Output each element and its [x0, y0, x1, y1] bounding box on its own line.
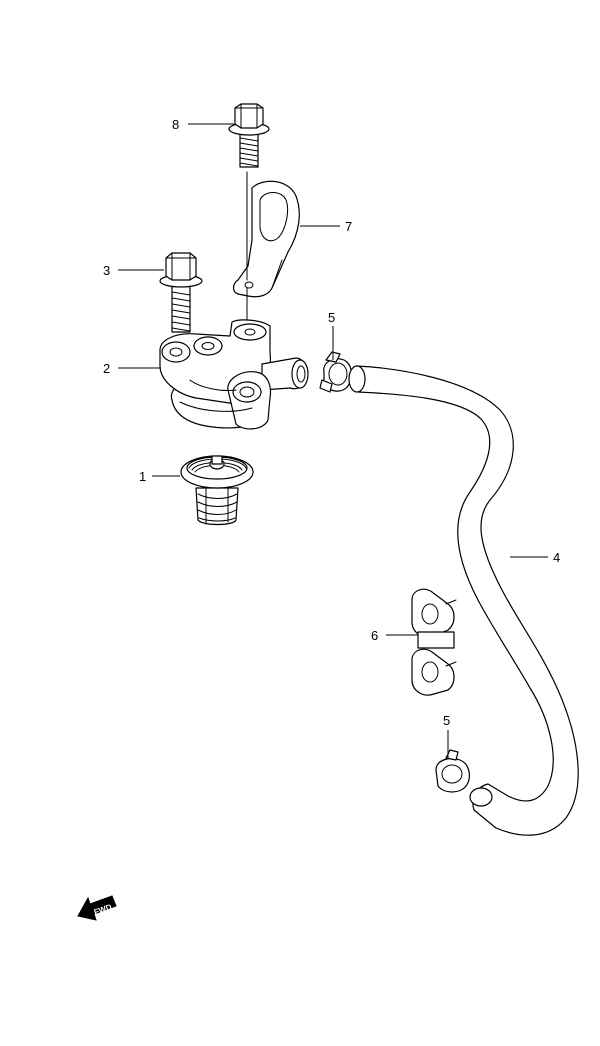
callout-7: 7 [345, 219, 352, 234]
fwd-arrow: FWD [77, 895, 117, 921]
part-1-thermostat [180, 455, 254, 526]
callout-6: 6 [371, 628, 378, 643]
callout-5-bottom: 5 [443, 713, 450, 728]
part-4-hose [348, 365, 579, 836]
part-3-bolt [159, 252, 203, 333]
part-8-bolt [228, 103, 270, 168]
part-5-clamp-bottom [435, 749, 470, 793]
callout-2: 2 [103, 361, 110, 376]
callout-4: 4 [553, 550, 560, 565]
fwd-arrow-icon [77, 895, 117, 921]
callout-5-top: 5 [328, 310, 335, 325]
callout-3: 3 [103, 263, 110, 278]
callout-8: 8 [172, 117, 179, 132]
part-2-housing [159, 319, 309, 430]
part-5-clamp-top [319, 351, 353, 393]
part-7-bracket [232, 180, 300, 298]
callout-1: 1 [139, 469, 146, 484]
part-6-hose-clip [411, 588, 457, 696]
